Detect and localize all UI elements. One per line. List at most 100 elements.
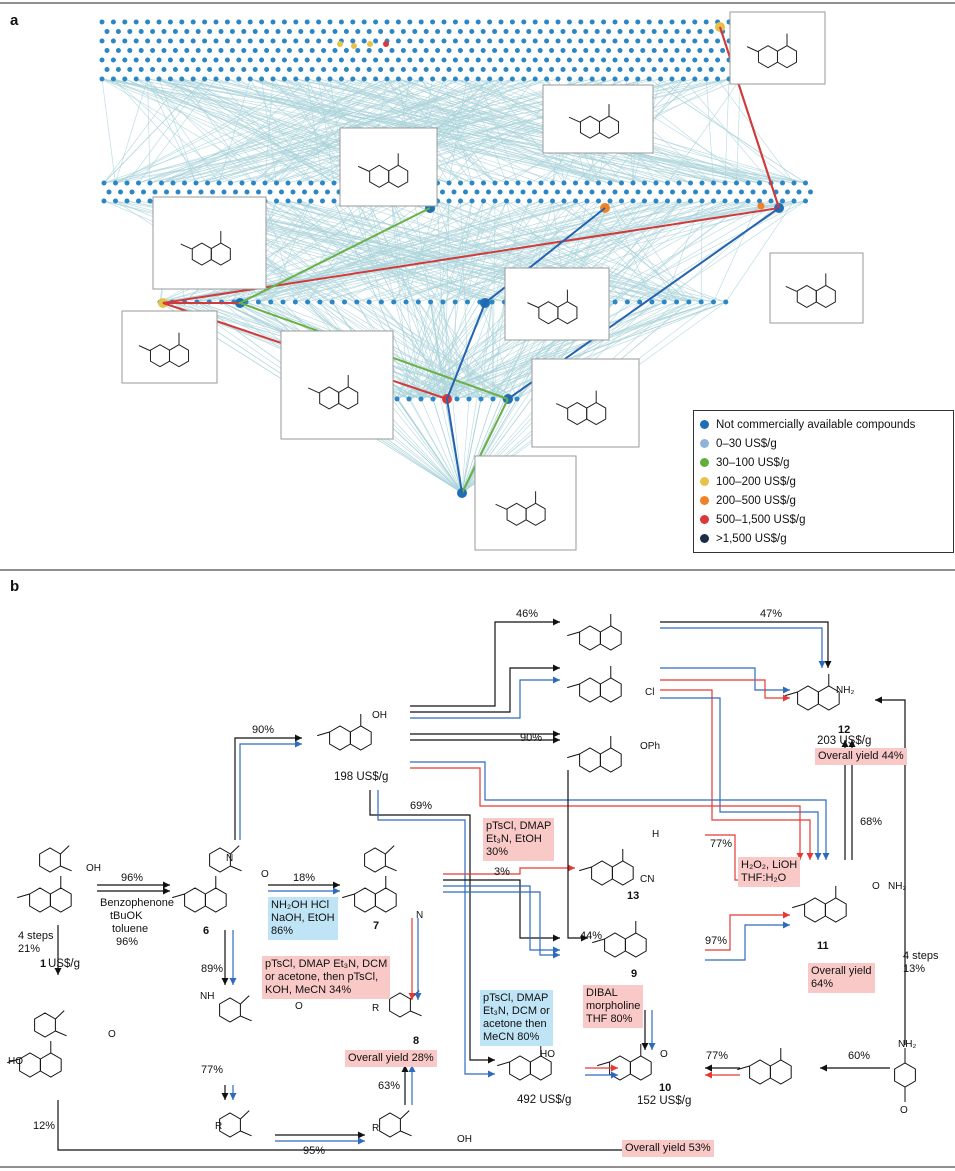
network-node [780, 198, 785, 204]
network-node [430, 396, 436, 402]
network-node [418, 38, 424, 44]
network-node [803, 180, 808, 186]
network-node [267, 189, 273, 195]
piperidine-structure [34, 1010, 67, 1038]
network-node [343, 67, 349, 72]
network-node [164, 189, 169, 195]
molecule-box [769, 252, 864, 324]
network-node [699, 180, 705, 186]
ring [749, 1059, 771, 1085]
network-node [637, 299, 643, 305]
network-edge [461, 301, 493, 494]
legend-entry: >1,500 US$/g [700, 529, 947, 548]
methoxy-bond [567, 753, 580, 759]
network-node [216, 180, 222, 186]
network-node [509, 38, 515, 44]
methoxy-bond [597, 1061, 610, 1067]
network-node [281, 76, 287, 82]
molecule-box [152, 196, 267, 290]
network-node [676, 180, 682, 186]
piperidine-structure [219, 1110, 252, 1138]
network-node [384, 19, 390, 25]
network-node [532, 38, 538, 44]
network-node [190, 57, 196, 63]
network-node [129, 189, 135, 195]
network-node [612, 38, 618, 44]
legend-label: >1,500 US$/g [716, 532, 787, 545]
network-node [350, 38, 356, 44]
network-edge [270, 200, 576, 303]
network-node [561, 198, 567, 204]
network-edge [264, 200, 468, 303]
network-node [560, 67, 566, 72]
molecule-box [339, 127, 438, 207]
atom-label: N [226, 853, 234, 864]
network-node [407, 38, 413, 44]
network-node [538, 180, 544, 186]
piperidine-structure [219, 995, 252, 1023]
yield-label: 96% [121, 872, 144, 884]
network-node [213, 19, 219, 25]
network-node [338, 57, 344, 63]
network-edge [396, 200, 484, 400]
network-node [435, 48, 441, 53]
network-node [366, 29, 372, 34]
bond [527, 302, 539, 309]
compound-number: 10 [659, 1082, 672, 1094]
network-node [475, 76, 481, 82]
reaction-arrow [239, 740, 302, 840]
network-node [281, 19, 287, 25]
network-node [99, 19, 105, 25]
network-edge [432, 200, 507, 400]
reaction-arrow [410, 761, 830, 860]
network-node [492, 180, 498, 186]
network-edge [602, 200, 680, 303]
ring [184, 887, 206, 913]
network-node [193, 180, 199, 186]
ring [319, 386, 340, 410]
atom-label: NH [200, 991, 215, 1002]
network-node [688, 198, 693, 204]
network-node [640, 29, 646, 34]
network-node [745, 198, 751, 204]
network-node [663, 48, 669, 53]
ring [579, 747, 601, 773]
network-node [247, 57, 253, 63]
network-node [118, 189, 123, 195]
atom-label: OH [372, 710, 387, 721]
network-node [520, 189, 526, 195]
network-node [138, 29, 144, 34]
reaction-arrow [443, 879, 560, 942]
ring [579, 625, 601, 651]
network-edge [306, 78, 323, 184]
network-node [229, 48, 235, 53]
quinoline-structure [737, 1048, 792, 1085]
methoxy-bond [737, 1065, 750, 1071]
network-node [207, 29, 213, 34]
network-edge [264, 200, 296, 303]
step-label: 4 steps [18, 930, 54, 942]
network-node [560, 29, 566, 34]
network-edge [609, 200, 677, 303]
network-node [544, 38, 550, 44]
legend-entry: 30–100 US$/g [700, 453, 947, 472]
network-node [115, 29, 121, 34]
network-node [218, 29, 224, 34]
network-node [150, 67, 156, 72]
network-edge [270, 301, 518, 400]
bond [410, 1010, 422, 1017]
network-node [110, 57, 116, 63]
network-node [526, 67, 532, 72]
network-node [122, 19, 128, 25]
network-node [446, 48, 452, 53]
network-node [635, 189, 641, 195]
bond [307, 387, 320, 394]
network-edge [115, 78, 353, 184]
network-node [698, 299, 704, 305]
network-node [172, 29, 178, 34]
network-node [583, 67, 589, 72]
network-node [395, 38, 401, 44]
network-node [549, 48, 555, 53]
network-node [490, 396, 496, 402]
network-node [589, 19, 595, 25]
